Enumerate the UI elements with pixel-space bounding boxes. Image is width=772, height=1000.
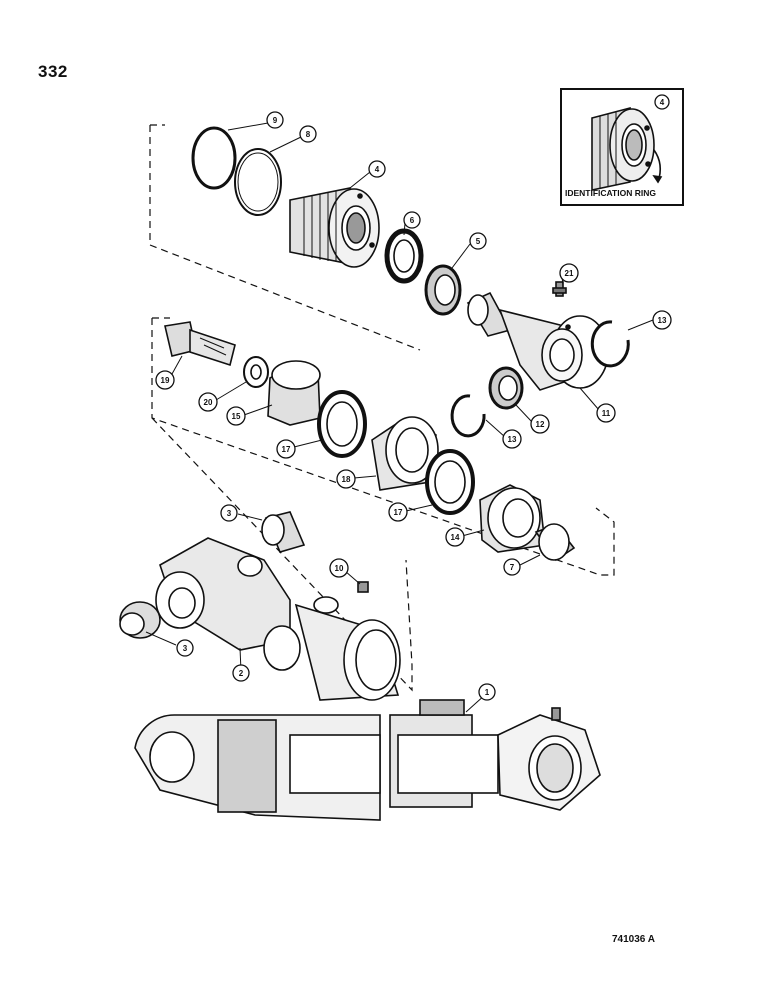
identification-ring-inset: 4 IDENTIFICATION RING: [560, 88, 684, 206]
bushing-7: [534, 523, 576, 562]
svg-text:11: 11: [602, 409, 611, 418]
drawing-reference-number: 741036 A: [612, 934, 655, 945]
page-number: 332: [38, 62, 68, 81]
grease-fitting-21: [552, 281, 567, 297]
callout-14: 14: [445, 527, 465, 547]
callout-20: 20: [198, 392, 218, 412]
callout-7: 7: [503, 558, 521, 576]
callout-13-lower: 13: [502, 429, 522, 449]
svg-text:15: 15: [232, 412, 241, 421]
callout-12: 12: [530, 414, 550, 434]
piston-18: [371, 416, 439, 491]
inset-gland-drawing: 4: [591, 94, 670, 191]
bushing-3-lower: [119, 601, 161, 639]
identification-ring-label: IDENTIFICATION RING: [565, 188, 656, 198]
svg-text:3: 3: [183, 644, 188, 653]
svg-text:13: 13: [508, 435, 517, 444]
callout-3-upper: 3: [220, 504, 238, 522]
svg-text:17: 17: [282, 445, 291, 454]
callout-17-lower: 17: [388, 502, 408, 522]
piston-nut-15: [267, 360, 321, 426]
svg-text:2: 2: [239, 669, 244, 678]
piston-ring-12: [488, 366, 524, 410]
svg-text:8: 8: [306, 130, 311, 139]
washer-20: [243, 356, 269, 388]
callout-19: 19: [155, 370, 175, 390]
svg-text:3: 3: [227, 509, 232, 518]
backup-ring-8: [234, 148, 282, 216]
inset-callout-4: 4: [654, 94, 670, 110]
callout-15: 15: [226, 406, 246, 426]
callout-10: 10: [329, 558, 349, 578]
svg-text:17: 17: [394, 508, 403, 517]
fitting-10: [357, 581, 369, 593]
svg-text:9: 9: [273, 116, 278, 125]
snap-ring-13-lower: [450, 394, 486, 438]
svg-text:4: 4: [375, 165, 380, 174]
callout-9: 9: [266, 111, 284, 129]
snap-ring-13-upper: [590, 320, 630, 368]
bushing-3-upper: [261, 511, 306, 553]
assembly-dashed-lines: [149, 124, 615, 692]
svg-text:20: 20: [204, 398, 213, 407]
callout-11: 11: [596, 403, 616, 423]
o-ring-9: [191, 126, 237, 190]
callout-1: 1: [478, 683, 496, 701]
callout-6: 6: [403, 211, 421, 229]
callouts: 9 8 4 6 5 21 13 19 20 15 17 11 12 13 18 …: [155, 111, 672, 701]
svg-text:1: 1: [485, 688, 490, 697]
wiper-5: [424, 264, 462, 316]
bolt-19: [164, 321, 236, 367]
callout-3-lower: 3: [176, 639, 194, 657]
svg-text:5: 5: [476, 237, 481, 246]
svg-text:4: 4: [660, 98, 665, 107]
callout-4: 4: [368, 160, 386, 178]
svg-text:13: 13: [658, 316, 667, 325]
seal-6: [384, 228, 424, 284]
bushing-tube: [466, 291, 512, 337]
callout-2: 2: [232, 664, 250, 682]
callout-5: 5: [469, 232, 487, 250]
assembled-cylinder-section: [134, 699, 601, 821]
svg-text:6: 6: [410, 216, 415, 225]
cylinder-tube-2: [155, 537, 401, 701]
svg-text:7: 7: [510, 563, 515, 572]
svg-text:12: 12: [536, 420, 545, 429]
callout-21: 21: [559, 263, 579, 283]
svg-text:14: 14: [451, 533, 460, 542]
callout-8: 8: [299, 125, 317, 143]
seal-17-upper: [317, 390, 367, 458]
parts-drawing: [119, 126, 630, 821]
svg-text:19: 19: [161, 376, 170, 385]
callout-18: 18: [336, 469, 356, 489]
svg-text:10: 10: [335, 564, 344, 573]
callout-13-upper: 13: [652, 310, 672, 330]
svg-text:18: 18: [342, 475, 351, 484]
svg-text:21: 21: [565, 269, 574, 278]
piston-14: [479, 484, 546, 553]
seal-17-lower: [425, 449, 475, 515]
gland-4: [289, 187, 380, 268]
callout-17-upper: 17: [276, 439, 296, 459]
